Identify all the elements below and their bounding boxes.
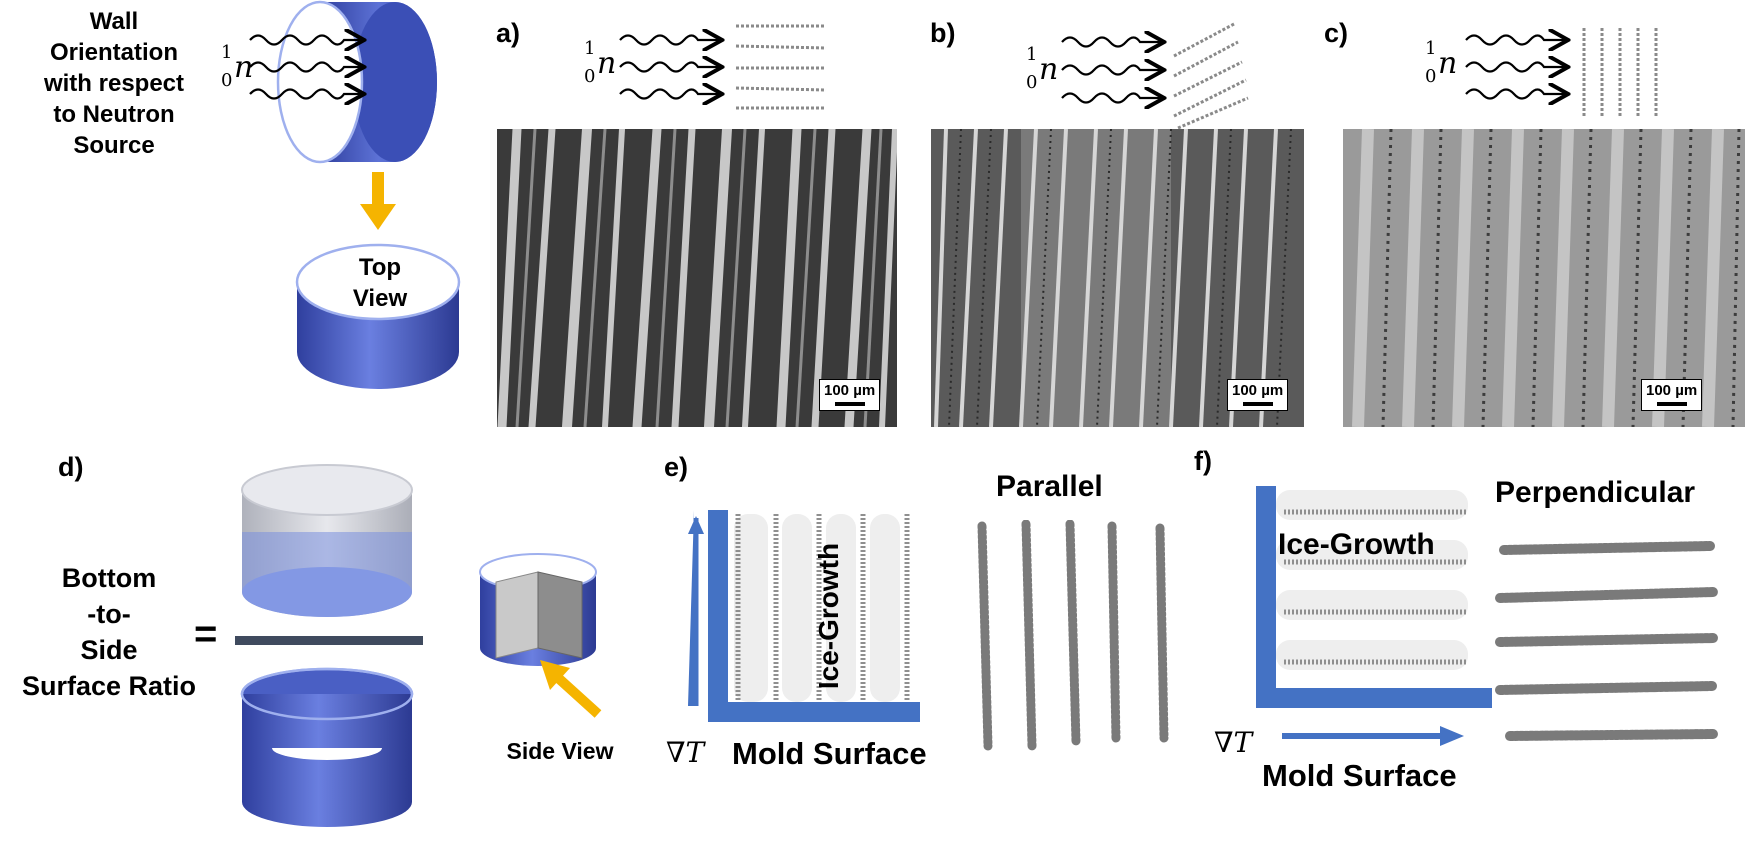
neutron-mass: 1 (584, 38, 596, 59)
orientation-caption: Wall Orientation with respect to Neutron… (14, 6, 214, 161)
orientation-line: Source (73, 132, 155, 159)
scale-label: 100 µm (824, 382, 876, 399)
ratio-line: Side (80, 635, 138, 665)
mold-wall-vertical (708, 510, 728, 720)
sem-texture-c (1343, 129, 1745, 427)
side-view-arrow-icon (540, 660, 602, 718)
neutron-charge: 0 (584, 66, 596, 87)
sem-image-b: 100 µm (931, 129, 1304, 427)
mold-surface-label-f: Mold Surface (1262, 758, 1457, 793)
neutron-letter: n (1039, 52, 1059, 87)
panel-letter-e: e) (664, 452, 689, 482)
ratio-line: -to- (87, 599, 131, 629)
sem-texture-b (931, 129, 1304, 427)
sem-texture-a (497, 129, 897, 427)
scale-bar-a: 100 µm (819, 379, 881, 411)
scale-label: 100 µm (1646, 382, 1698, 399)
panel-f-title: Perpendicular (1495, 476, 1696, 509)
vertical-walls (1582, 28, 1658, 118)
neutron-letter: n (1438, 46, 1458, 81)
neutron-charge: 0 (1425, 66, 1437, 87)
neutron-charge: 0 (1026, 72, 1038, 93)
panel-c-wave-diagram (1465, 28, 1658, 118)
down-arrow-icon (360, 172, 396, 230)
ice-lamellae (1276, 490, 1468, 670)
side-surface-cylinder (240, 667, 414, 827)
mold-surface-label-e: Mold Surface (732, 736, 927, 771)
ratio-line: Surface Ratio (21, 671, 197, 701)
fraction-bar (235, 636, 423, 645)
panel-b-wave-diagram (1061, 22, 1249, 130)
scale-bar-c: 100 µm (1641, 379, 1703, 411)
neutron-mass: 1 (221, 42, 233, 63)
ice-lamellae (734, 514, 900, 702)
wall-cylinder-diagram (249, 0, 437, 164)
mold-wall-vertical (1256, 486, 1276, 708)
orientation-line: to Neutron (53, 101, 175, 128)
panel-letter-f: f) (1194, 446, 1212, 476)
neutron-charge: 0 (221, 70, 233, 91)
neutron-letter: n (234, 50, 254, 85)
gradient-symbol-f: ∇T (1214, 726, 1253, 759)
parallel-mold-diagram (688, 510, 920, 722)
scale-label: 100 µm (1232, 382, 1284, 399)
orientation-line: Wall (89, 8, 139, 35)
mold-wall-horizontal (1256, 688, 1492, 708)
scale-bar-b: 100 µm (1227, 379, 1289, 411)
panel-letter-a: a) (496, 18, 521, 48)
orientation-line: with respect (43, 70, 185, 97)
gradient-arrow-head (688, 516, 704, 534)
solute-walls (735, 514, 910, 700)
ratio-line: Bottom (61, 563, 157, 593)
cutaway-cylinder (479, 553, 597, 666)
horizontal-cylinder (276, 0, 437, 164)
ice-growth-label-e: Ice-Growth (813, 542, 844, 690)
parallel-walls-illustration (977, 520, 1169, 751)
sem-image-a: 100 µm (497, 129, 897, 427)
perpendicular-mold-diagram (1256, 486, 1492, 708)
panel-letter-c: c) (1324, 18, 1349, 48)
orientation-line: Orientation (49, 39, 178, 66)
gradient-arrow-f (1282, 726, 1464, 746)
panel-a-wave-diagram (619, 24, 827, 110)
top-view-line: View (352, 285, 408, 312)
ratio-caption: Bottom -to- Side Surface Ratio (0, 560, 218, 704)
ice-growth-label-f: Ice-Growth (1278, 528, 1435, 561)
side-view-label: Side View (506, 738, 614, 764)
neutron-letter: n (597, 46, 617, 81)
horizontal-walls (735, 24, 827, 110)
wave-arrows (249, 36, 362, 99)
bottom-surface-cylinder (241, 464, 413, 617)
equals-sign: = (194, 612, 218, 656)
diagonal-walls (1173, 22, 1249, 130)
panel-letter-d: d) (58, 452, 84, 482)
neutron-mass: 1 (1425, 38, 1437, 59)
mold-wall-horizontal (708, 702, 920, 722)
ratio-diagram (235, 464, 423, 827)
top-view-label: Top View (330, 252, 430, 314)
perpendicular-walls-illustration (1495, 541, 1719, 741)
neutron-mass: 1 (1026, 44, 1038, 65)
top-view-cylinder (295, 243, 461, 389)
panel-letter-b: b) (930, 18, 956, 48)
top-view-line: Top (358, 254, 402, 281)
panel-e-title: Parallel (996, 470, 1103, 503)
gradient-symbol-e: ∇T (666, 736, 705, 769)
sem-image-c: 100 µm (1343, 129, 1745, 427)
